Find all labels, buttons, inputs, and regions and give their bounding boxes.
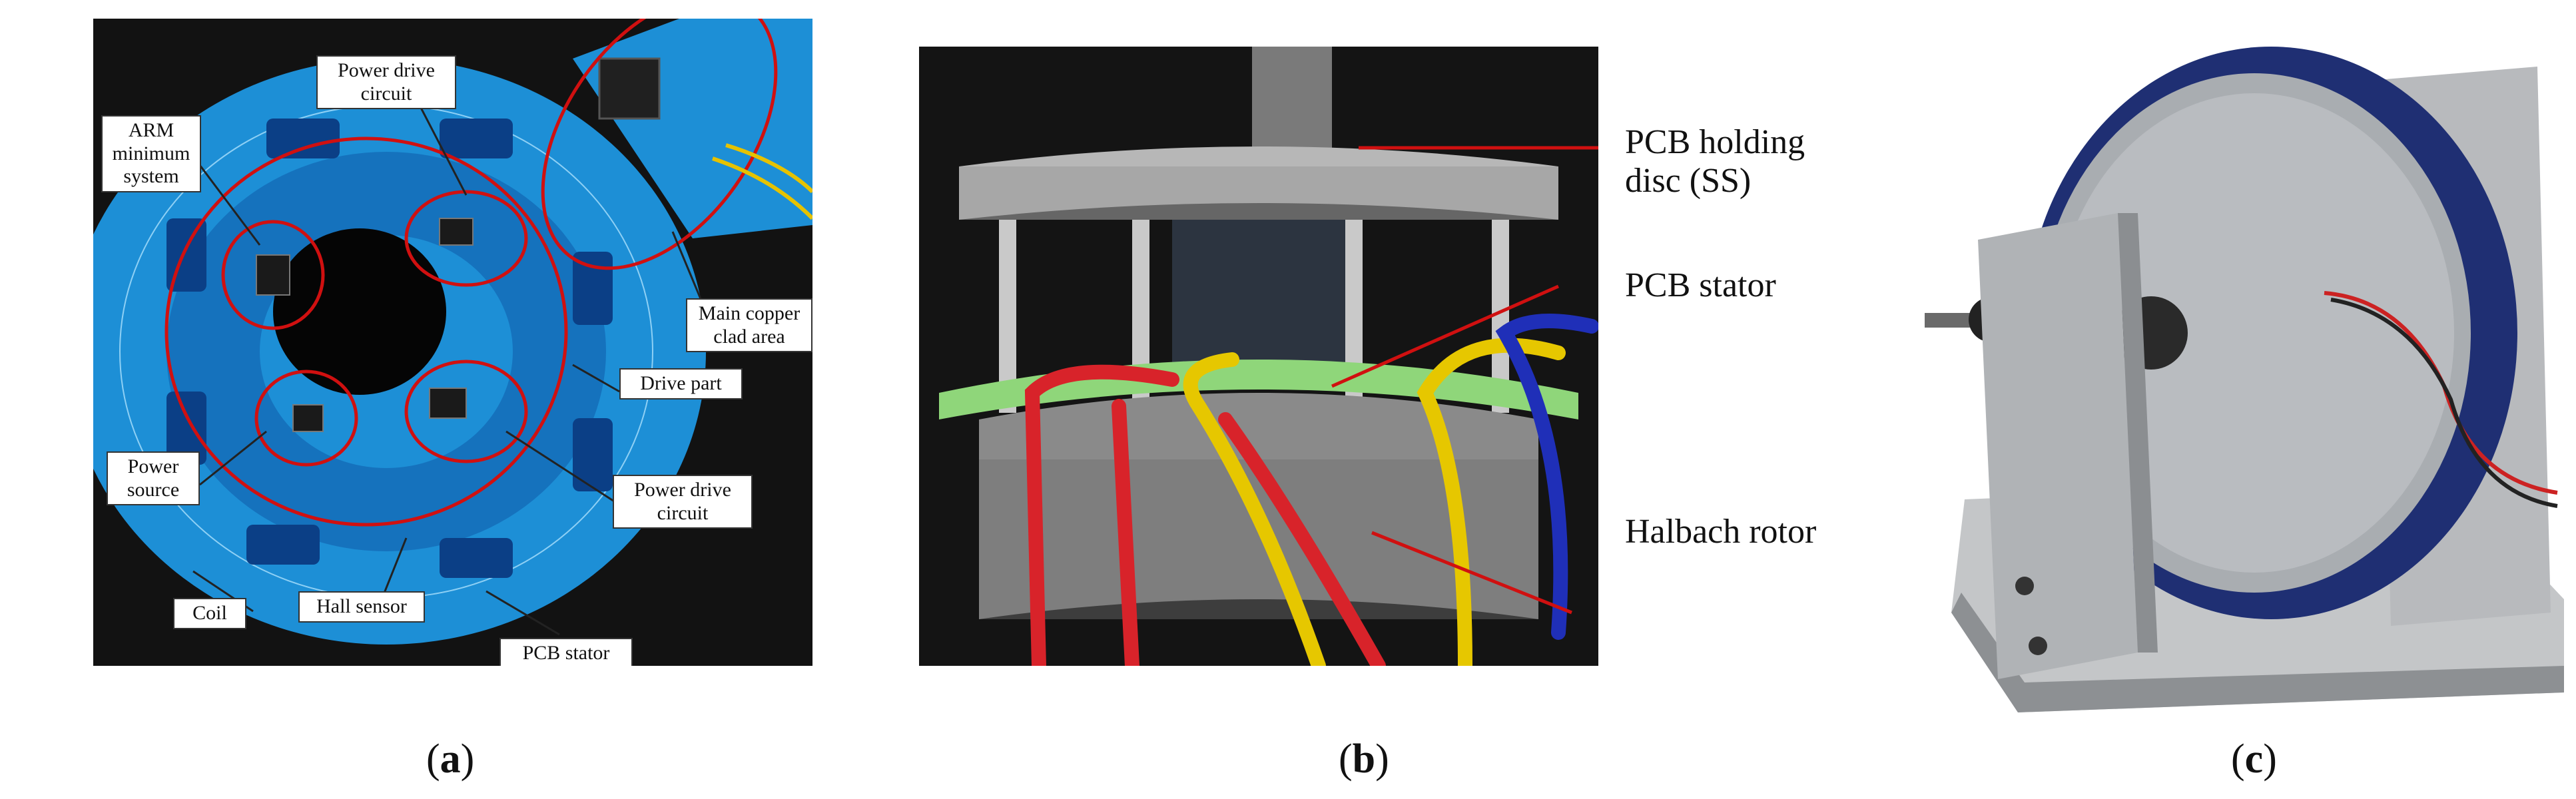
label-main-copper-clad-area: Main copper clad area — [686, 298, 812, 352]
caption-c: (c) — [2231, 736, 2277, 782]
label-power-drive-circuit-top: Power drive circuit — [316, 55, 456, 109]
label-power-drive-circuit-bottom: Power drive circuit — [613, 475, 753, 529]
panel-c-photo — [1898, 13, 2571, 712]
motor-assembly-illustration — [1925, 47, 2564, 712]
panel-a-photo: ARM minimum system Power drive circuit M… — [93, 19, 812, 666]
panel-b-photo — [919, 47, 1598, 666]
caption-b: (b) — [1339, 736, 1389, 782]
label-pcb-stator: PCB stator — [499, 638, 633, 666]
label-pcb-stator-b: PCB stator — [1625, 266, 1776, 304]
front-upright — [1978, 213, 2138, 679]
label-halbach-rotor: Halbach rotor — [1625, 513, 1817, 551]
label-coil: Coil — [173, 598, 246, 629]
caption-a-letter: a — [440, 736, 461, 782]
caption-c-letter: c — [2244, 736, 2264, 782]
label-power-source: Power source — [107, 451, 200, 505]
label-pcb-holding-disc: PCB holding disc (SS) — [1625, 123, 1805, 200]
center-hole — [273, 228, 446, 395]
label-hall-sensor: Hall sensor — [298, 591, 425, 623]
label-arm-minimum-system: ARM minimum system — [101, 115, 201, 192]
label-drive-part: Drive part — [619, 368, 743, 400]
pcb-board-illustration — [93, 19, 812, 645]
inductor-component — [598, 57, 661, 120]
halbach-motor-illustration — [919, 47, 1598, 666]
caption-a: (a) — [426, 736, 475, 782]
caption-b-letter: b — [1352, 736, 1376, 782]
